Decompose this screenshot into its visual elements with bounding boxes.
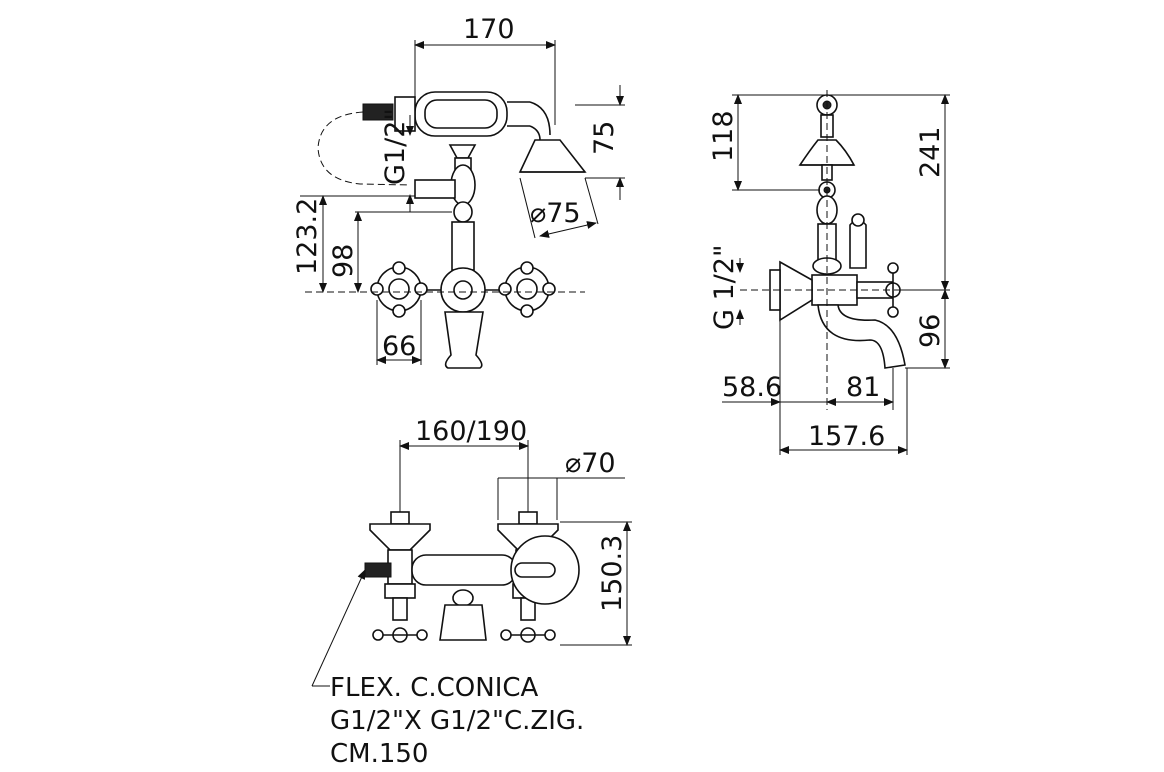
dim-side-total-height: 241 [915,126,946,178]
note-line-1: FLEX. C.CONICA [330,673,539,703]
dim-height-outlet: 123.2 [292,198,323,275]
dim-cup-diameter: ⌀70 [565,448,616,479]
note-line-2: G1/2"X G1/2"C.ZIG. [330,706,584,736]
dim-top-depth: 150.3 [597,535,628,612]
note-line-3: CM.150 [330,739,428,769]
dim-side-shower-height: 118 [708,110,739,162]
dim-shower-diameter: ⌀75 [530,198,581,229]
side-view: 118 241 G 1/2" 96 58.6 81 157.6 [708,90,950,455]
dim-total-depth: 157.6 [808,421,885,452]
label-thread-side: G 1/2" [709,245,740,330]
dim-centers: 160/190 [415,416,527,447]
dim-spout-height: 96 [915,314,946,348]
dim-shower-height: 75 [589,121,620,155]
dim-offset-wall: 58.6 [722,372,782,403]
label-thread-front: G1/2" [380,108,411,185]
front-view: 170 [292,14,625,369]
dim-handle-width: 66 [382,331,416,362]
dim-width-top: 170 [463,14,515,45]
hose-note: FLEX. C.CONICA G1/2"X G1/2"C.ZIG. CM.150 [330,673,584,769]
top-view: 160/190 ⌀70 [311,416,632,687]
dim-spout-reach: 81 [846,372,880,403]
dim-height-spout: 98 [328,244,359,278]
